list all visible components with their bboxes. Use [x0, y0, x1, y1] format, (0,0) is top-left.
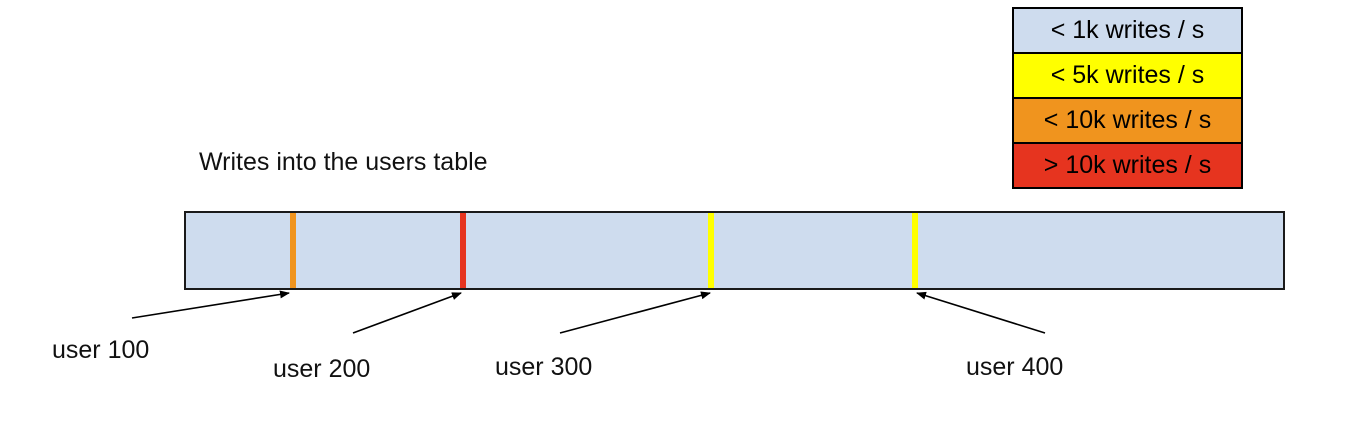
- legend-row-2: < 10k writes / s: [1012, 97, 1243, 144]
- legend-label: > 10k writes / s: [1043, 151, 1212, 179]
- legend-row-3: > 10k writes / s: [1012, 142, 1243, 189]
- marker-label-0: user 100: [52, 336, 150, 364]
- write-hotspot-stripe-3: [912, 213, 918, 288]
- users-table-bar: [184, 211, 1285, 290]
- arrow-1: [352, 292, 462, 334]
- legend: < 1k writes / s < 5k writes / s < 10k writ…: [1012, 7, 1243, 189]
- legend-row-0: < 1k writes / s: [1012, 7, 1243, 54]
- write-hotspot-stripe-0: [290, 213, 296, 288]
- write-hotspot-stripe-1: [460, 213, 466, 288]
- legend-label: < 1k writes / s: [1050, 16, 1205, 44]
- arrow-2: [559, 291, 711, 334]
- marker-label-2: user 300: [495, 353, 593, 381]
- legend-row-1: < 5k writes / s: [1012, 52, 1243, 99]
- arrow-3: [916, 291, 1046, 334]
- arrow-0: [131, 290, 290, 319]
- legend-label: < 5k writes / s: [1050, 61, 1205, 89]
- marker-label-1: user 200: [273, 355, 371, 383]
- diagram-title: Writes into the users table: [199, 148, 488, 176]
- legend-label: < 10k writes / s: [1043, 106, 1212, 134]
- write-hotspot-stripe-2: [708, 213, 714, 288]
- marker-label-3: user 400: [966, 353, 1064, 381]
